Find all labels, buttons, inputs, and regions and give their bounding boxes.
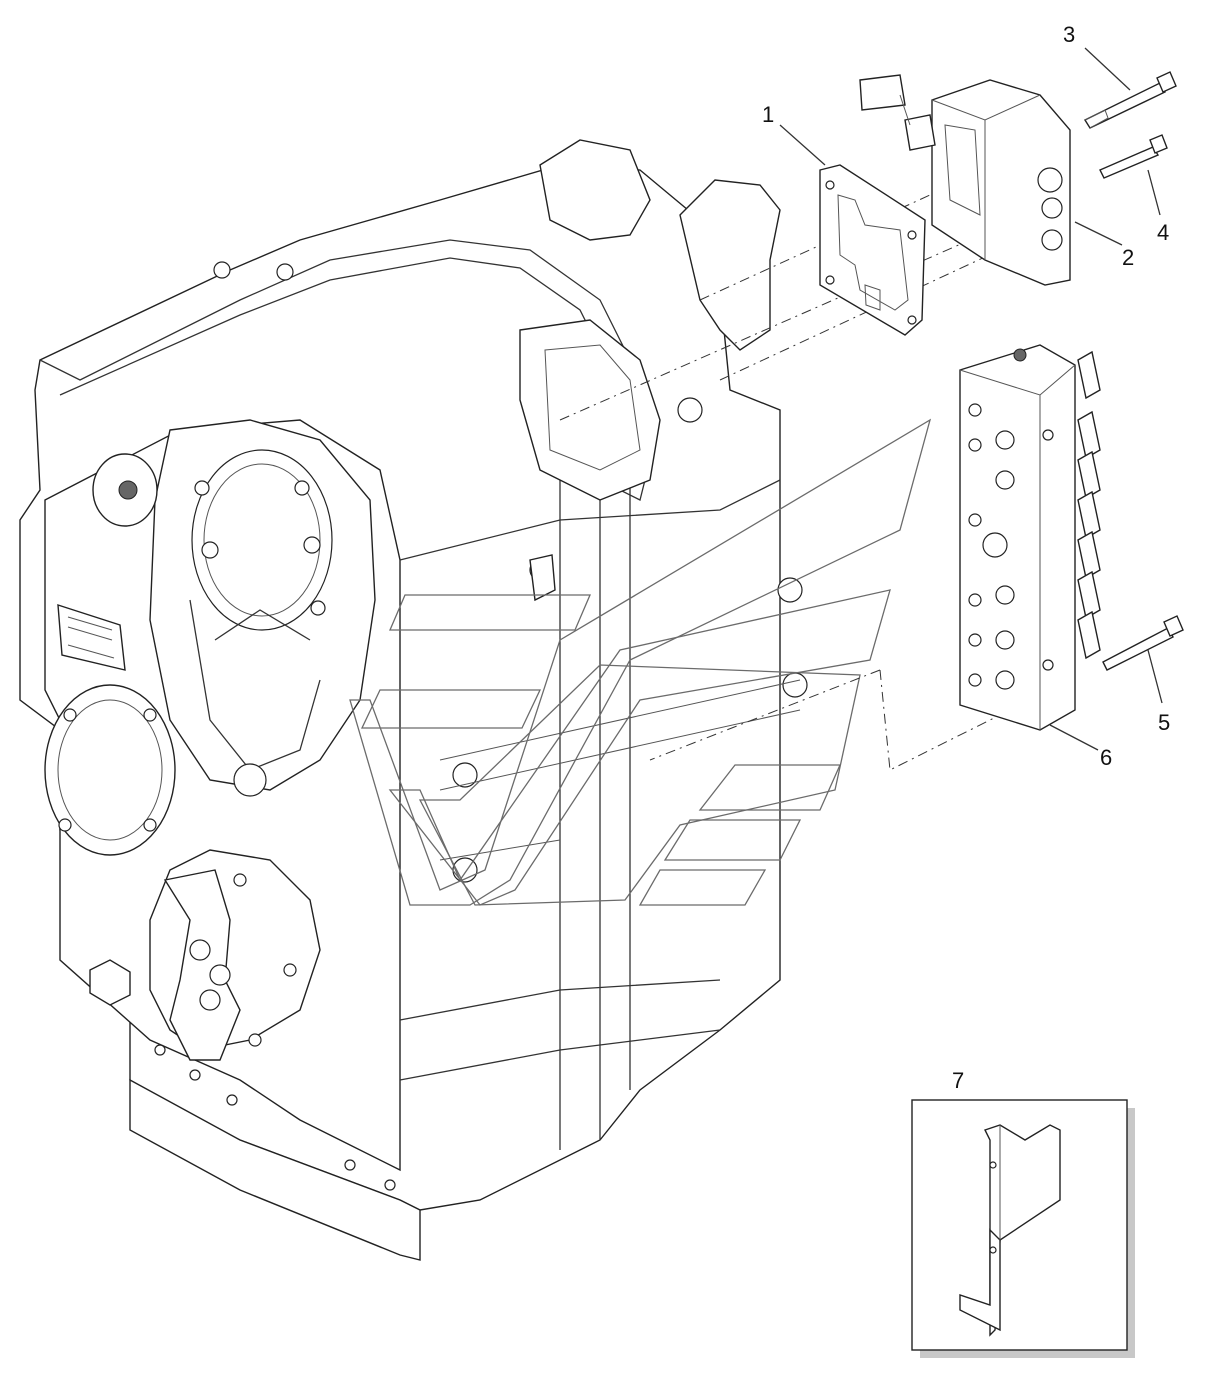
callout-3: 3	[1063, 22, 1075, 47]
part-1-gasket	[819, 164, 926, 336]
callout-6: 6	[1100, 745, 1112, 770]
part-4-bolt	[1099, 134, 1168, 179]
watermark-logo	[349, 418, 932, 906]
callout-2: 2	[1122, 245, 1134, 270]
part-2-solenoid-valve	[859, 74, 1071, 286]
part-7-bracket	[959, 1124, 1061, 1337]
callout-1: 1	[762, 102, 774, 127]
transmission-housing	[19, 139, 808, 1261]
part-7-inset-box	[911, 1099, 1135, 1358]
part-3-bolt	[1083, 71, 1177, 129]
part-6-valve-block	[959, 344, 1101, 731]
callout-4: 4	[1157, 220, 1169, 245]
callout-leaders	[779, 47, 1163, 751]
callout-5: 5	[1158, 710, 1170, 735]
assembly-centerlines	[559, 194, 1011, 771]
callout-7: 7	[952, 1068, 964, 1093]
part-5-bolt	[1102, 615, 1184, 671]
